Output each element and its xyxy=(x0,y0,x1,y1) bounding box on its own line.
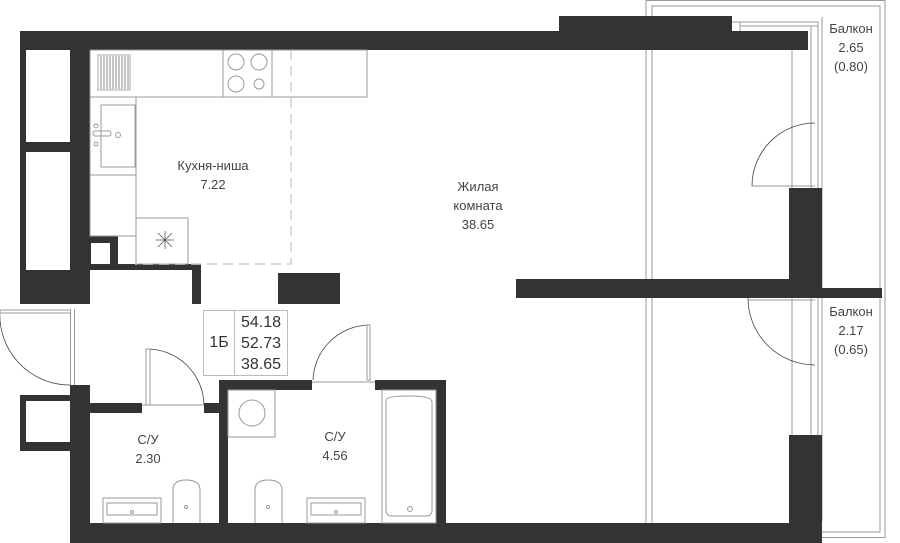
doors xyxy=(0,122,816,406)
room-area: 38.65 xyxy=(461,217,495,232)
room-reduced-area: (0.80) xyxy=(834,59,868,74)
room-name: Жилая xyxy=(457,179,499,194)
room-name: комната xyxy=(453,198,503,213)
room-area: 2.65 xyxy=(838,40,864,55)
room-area: 2.30 xyxy=(135,451,161,466)
stove-icon xyxy=(227,53,268,93)
balcony-outline xyxy=(645,0,886,538)
room-label-living-room: Жилая комната 38.65 xyxy=(453,177,502,234)
room-area: 7.22 xyxy=(200,177,226,192)
washing-machine-icon xyxy=(227,389,276,438)
bathtub-icon xyxy=(381,389,437,524)
room-label-bathroom-small: С/У 2.30 xyxy=(135,430,160,468)
room-label-kitchen: Кухня-ниша 7.22 xyxy=(177,156,248,194)
kitchen-furniture xyxy=(89,49,368,265)
room-name: Кухня-ниша xyxy=(177,158,249,173)
room-area: 2.17 xyxy=(838,323,864,338)
toilet-icon xyxy=(172,479,201,523)
toilet-icon xyxy=(254,479,283,523)
room-label-balcony-upper: Балкон 2.65 (0.80) xyxy=(829,19,873,76)
total-area: 54.18 xyxy=(240,314,282,331)
walls xyxy=(20,16,882,543)
room-name: Балкон xyxy=(829,21,873,36)
room-name: Балкон xyxy=(829,304,873,319)
windows xyxy=(70,21,819,435)
room-area: 4.56 xyxy=(322,448,348,463)
room-name: С/У xyxy=(137,432,159,447)
apartment-info-box: 1Б 54.18 52.73 38.65 xyxy=(203,310,288,376)
room-label-bathroom-large: С/У 4.56 xyxy=(322,427,347,465)
sink-icon xyxy=(102,497,162,524)
fridge-icon xyxy=(135,217,189,265)
room-label-balcony-lower: Балкон 2.17 (0.65) xyxy=(829,302,873,359)
bathroom-fixtures xyxy=(102,389,437,524)
room-reduced-area: (0.65) xyxy=(834,342,868,357)
room-name: С/У xyxy=(324,429,346,444)
living-area: 38.65 xyxy=(240,356,282,373)
apartment-type: 1Б xyxy=(204,311,235,375)
area-without-balcony: 52.73 xyxy=(240,335,282,352)
radiator-icon xyxy=(97,54,131,91)
sink-icon xyxy=(306,497,366,524)
